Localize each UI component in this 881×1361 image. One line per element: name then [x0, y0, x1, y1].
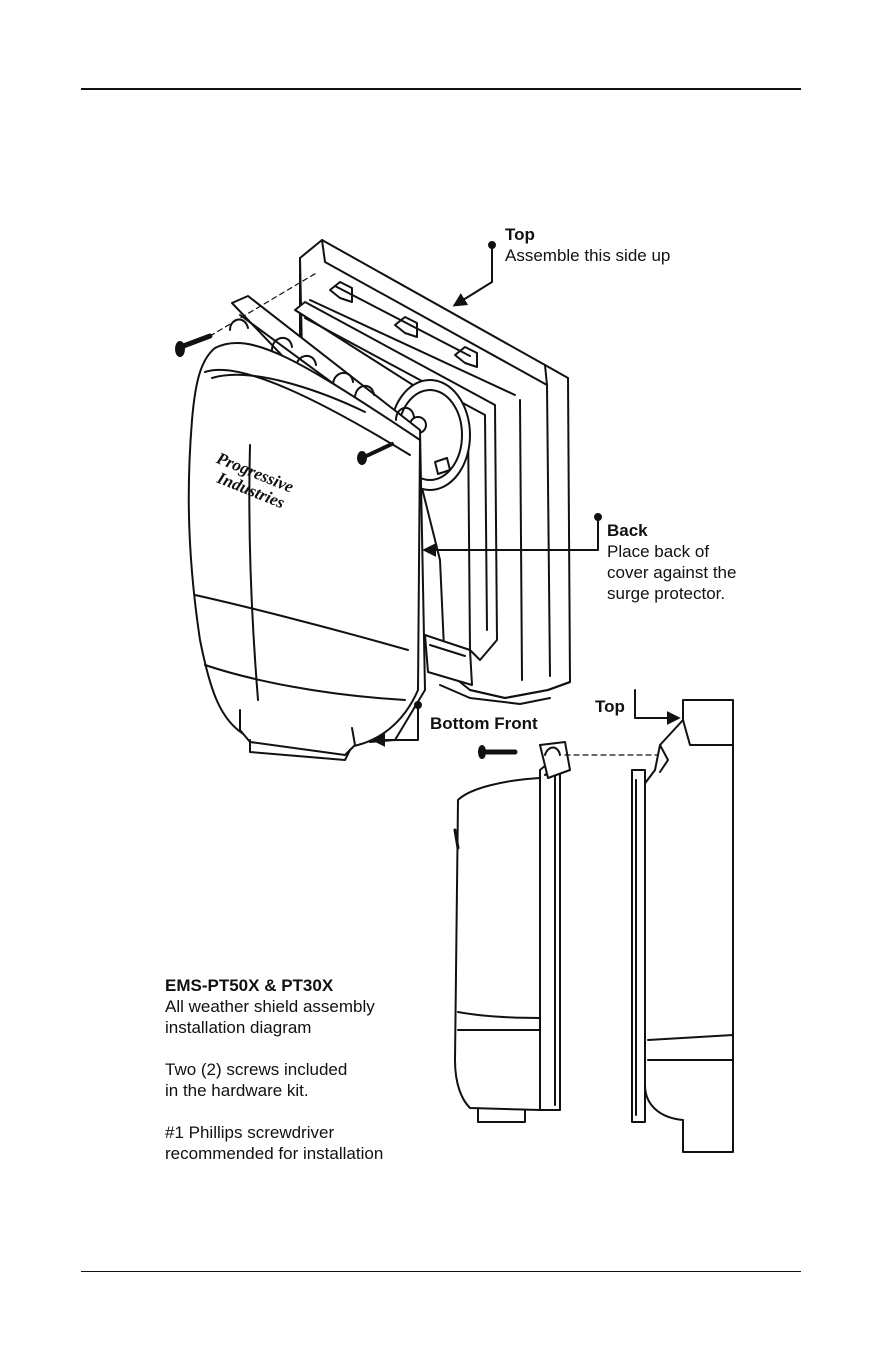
label-back: Back Place back of cover against the sur… [607, 520, 736, 604]
note-screws-line: in the hardware kit. [165, 1080, 383, 1101]
side-view-cover [455, 742, 570, 1122]
note-description-line: All weather shield assembly [165, 996, 383, 1017]
note-tool-line: #1 Phillips screwdriver [165, 1122, 383, 1143]
callout-top-arrow [455, 242, 495, 305]
note-title: EMS-PT50X & PT30X [165, 975, 383, 996]
side-view-base [632, 700, 733, 1152]
note-tool-line: recommended for installation [165, 1143, 383, 1164]
callout-top-side-arrow [635, 690, 678, 718]
screw-side-view [479, 746, 515, 758]
label-bottom-front: Bottom Front [430, 713, 538, 734]
installation-note: EMS-PT50X & PT30X All weather shield ass… [165, 975, 383, 1164]
label-top-main: Top Assemble this side up [505, 224, 670, 266]
note-description-line: installation diagram [165, 1017, 383, 1038]
note-screws-line: Two (2) screws included [165, 1059, 383, 1080]
screw-left-top [176, 336, 210, 356]
label-top-side: Top [595, 696, 625, 717]
